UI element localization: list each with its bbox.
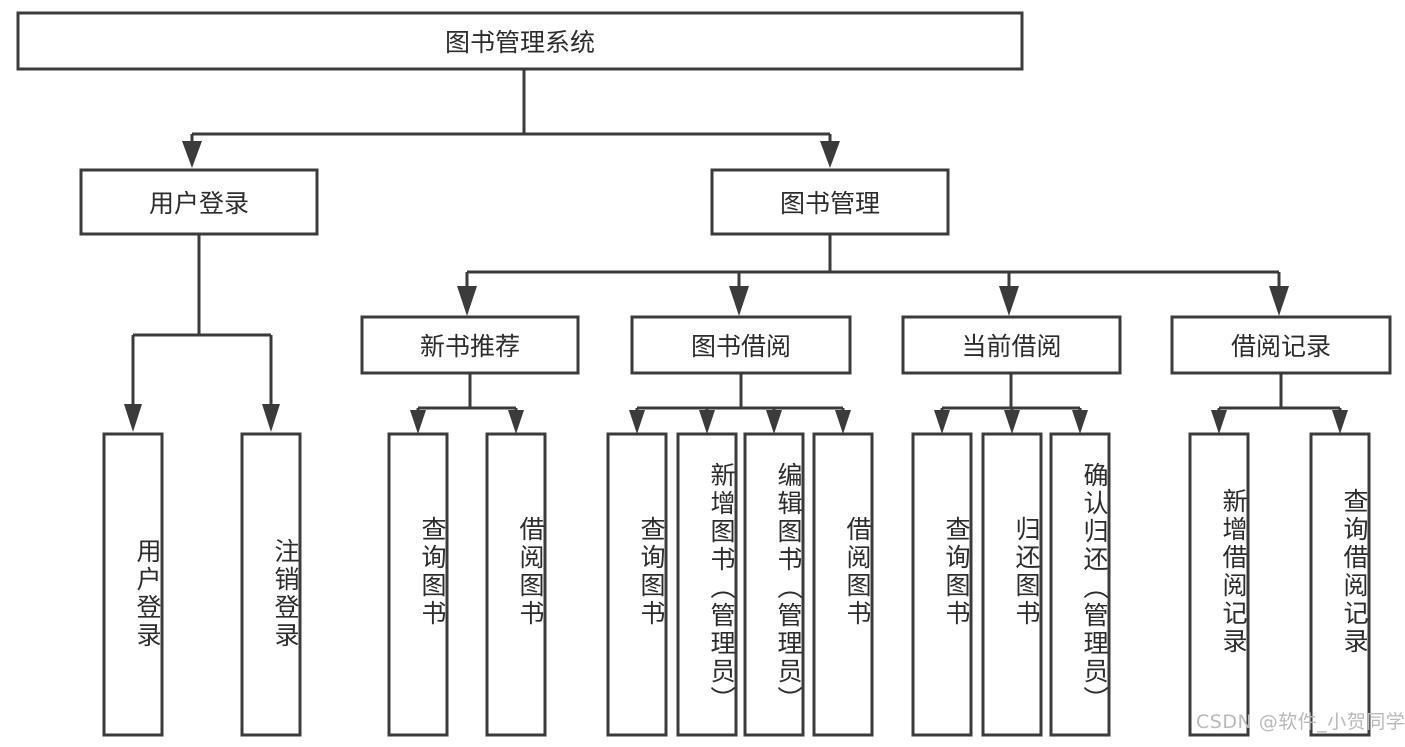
node-box-leaf-return-book[interactable]	[981, 432, 1043, 737]
arrow-head-icon	[1269, 286, 1289, 316]
node-box-borrow-record[interactable]	[1170, 315, 1392, 375]
arrow-head-icon	[820, 141, 840, 168]
node-box-leaf-add-book[interactable]	[676, 432, 738, 737]
node-box-leaf-confirm-return[interactable]	[1049, 432, 1111, 737]
arrow-head-icon	[729, 286, 749, 316]
arrow-head-icon	[457, 286, 477, 316]
arrow-head-icon	[1211, 410, 1227, 434]
node-box-current-borrow[interactable]	[901, 315, 1122, 375]
connector-group-user-login-to-leaves	[124, 234, 280, 432]
arrow-head-icon	[262, 404, 280, 432]
arrow-head-icon	[835, 410, 851, 434]
node-box-new-book-recommend[interactable]	[360, 315, 580, 375]
arrow-head-icon	[766, 410, 782, 434]
arrow-head-icon	[182, 141, 202, 168]
node-box-leaf-query-record[interactable]	[1309, 432, 1371, 737]
node-box-user-login[interactable]	[79, 168, 319, 236]
connector-group-book-borrow-to-leaves	[629, 373, 851, 434]
arrow-head-icon	[410, 410, 426, 434]
node-box-leaf-query-book-recommend[interactable]	[387, 432, 449, 737]
arrow-head-icon	[508, 410, 524, 434]
arrow-head-icon	[1072, 410, 1088, 434]
node-box-leaf-query-book-current[interactable]	[911, 432, 973, 737]
node-box-leaf-user-login[interactable]	[102, 432, 164, 737]
node-box-leaf-add-record[interactable]	[1188, 432, 1250, 737]
connector-group-root-to-level2	[182, 69, 840, 168]
node-box-leaf-borrow-book[interactable]	[812, 432, 874, 737]
node-box-leaf-logout[interactable]	[240, 432, 302, 737]
node-box-leaf-borrow-book-recommend[interactable]	[485, 432, 547, 737]
arrow-head-icon	[629, 410, 645, 434]
node-box-root[interactable]	[16, 11, 1024, 71]
connector-group-borrow-record-to-leaves	[1211, 373, 1348, 434]
arrow-head-icon	[1004, 410, 1020, 434]
connector-group-new-book-recommend-to-leaves	[410, 373, 524, 434]
arrow-head-icon	[124, 404, 142, 432]
node-box-leaf-query-book-borrow[interactable]	[606, 432, 668, 737]
node-box-book-borrow[interactable]	[630, 315, 852, 375]
arrow-head-icon	[1332, 410, 1348, 434]
connector-group-book-management-to-level3	[457, 234, 1289, 316]
arrow-head-icon	[999, 286, 1019, 316]
arrow-head-icon	[934, 410, 950, 434]
node-box-leaf-edit-book[interactable]	[743, 432, 805, 737]
csdn-watermark: CSDN @软件_小贺同学	[1196, 711, 1405, 733]
connector-group-current-borrow-to-leaves	[934, 373, 1088, 434]
node-box-book-management[interactable]	[710, 168, 950, 236]
arrow-head-icon	[699, 410, 715, 434]
